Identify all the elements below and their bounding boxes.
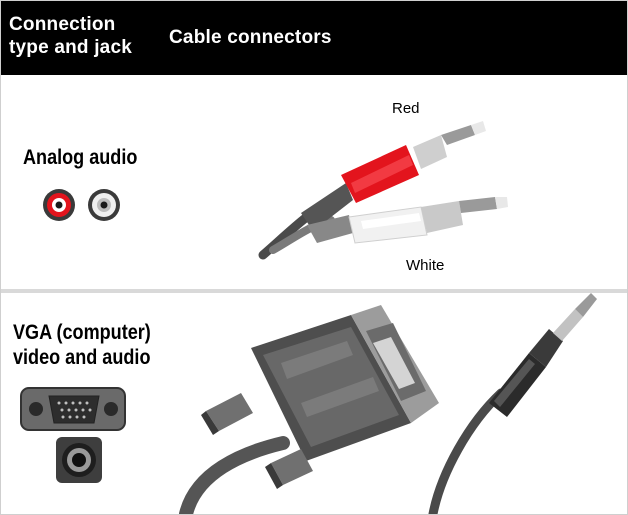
header-connection-type: Connection type and jack [9, 14, 132, 58]
row-vga: VGA (computer) video and audio [1, 293, 627, 514]
rca-cable-icon [258, 121, 508, 260]
red-callout: Red [392, 100, 420, 117]
analog-audio-label: Analog audio [23, 146, 138, 169]
rca-red-jack-icon [43, 189, 75, 221]
analog-audio-graphics [43, 121, 508, 260]
row-divider [1, 289, 627, 293]
mini-jack-cable-icon [428, 293, 597, 514]
row-analog-audio: Analog audio [1, 75, 627, 290]
audio-jack-icon [56, 437, 102, 483]
white-callout: White [406, 257, 445, 274]
table-header: Connection type and jack Cable connector… [1, 1, 627, 75]
vga-graphics [20, 293, 597, 514]
vga-port-icon [20, 387, 126, 431]
vga-label: VGA (computer) video and audio [13, 321, 151, 369]
vga-cable-icon [179, 305, 439, 514]
header-cable-connectors: Cable connectors [169, 27, 332, 48]
rca-white-jack-icon [88, 189, 120, 221]
